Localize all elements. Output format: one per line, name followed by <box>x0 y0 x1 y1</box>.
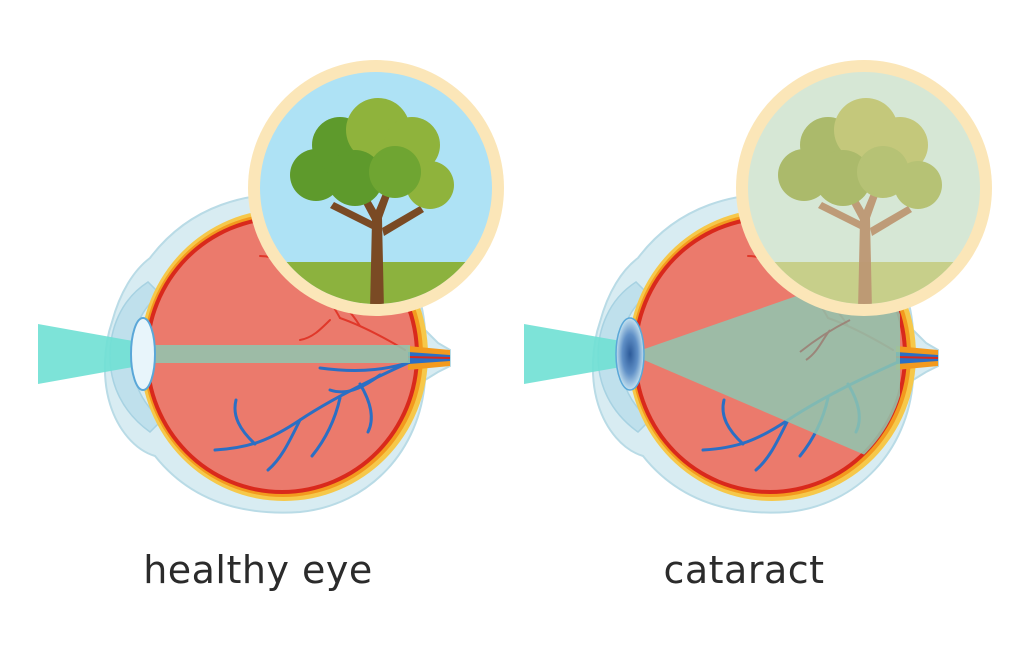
healthy-incoming-light <box>38 324 150 384</box>
cataract-incoming-light <box>524 324 638 384</box>
healthy-lens <box>130 317 156 391</box>
cataract-scattered-light <box>634 260 900 470</box>
healthy-light-beam-interior <box>146 345 410 363</box>
cataract-clouded-lens <box>615 317 645 391</box>
healthy-blood-vessels <box>213 360 412 472</box>
cataract-vision-inset <box>736 60 992 316</box>
healthy-vision-inset <box>248 60 504 316</box>
healthy-eye-caption: healthy eye <box>143 548 373 592</box>
cataract-caption: cataract <box>663 548 825 592</box>
tree-blurred-icon <box>778 98 942 304</box>
tree-clear-icon <box>290 98 454 304</box>
